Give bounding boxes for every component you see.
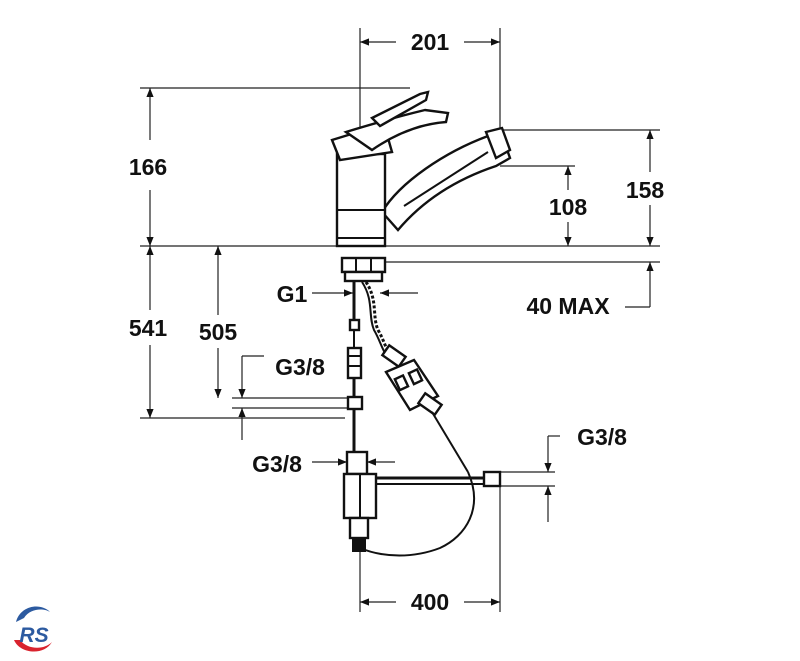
mounting [340, 256, 387, 283]
label-hose-length: 505 [199, 319, 238, 345]
supply-ferrule [348, 318, 361, 332]
supply-hose [346, 282, 364, 452]
label-deck-thickness: 40 MAX [526, 293, 610, 319]
label-spout-reach: 201 [411, 29, 450, 55]
label-right-connection: G3/8 [577, 424, 627, 450]
upper-connection-fitting [346, 395, 364, 411]
dimension-labels: 201 166 108 158 G1 40 MAX 541 505 G3/8 G… [129, 29, 665, 615]
label-spout-height: 158 [626, 177, 665, 203]
supply-hose-nut [346, 346, 363, 380]
weight-slot-1 [393, 373, 410, 392]
label-total-length: 541 [129, 315, 168, 341]
brand-logo-icon: RS [14, 606, 52, 652]
faucet-body [330, 90, 512, 248]
label-inlet-thread: G1 [277, 281, 308, 307]
mounting-nut [340, 256, 387, 274]
mounting-washer [343, 270, 384, 283]
label-outlet-height: 108 [549, 194, 588, 220]
label-upper-connection: G3/8 [275, 354, 325, 380]
tpiece-bottom-fitting [348, 516, 370, 540]
pullout-hose [359, 281, 476, 557]
body-cylinder [335, 152, 387, 248]
tpiece-bottom-nut [352, 538, 366, 552]
weight-slot-2 [407, 367, 424, 386]
lever-handle [343, 108, 450, 152]
right-connection-fitting [482, 470, 502, 488]
label-pullout-length: 400 [411, 589, 449, 615]
t-piece [342, 450, 502, 552]
label-lever-height: 166 [129, 154, 167, 180]
logo-text: RS [19, 624, 48, 647]
spout-seam [403, 151, 489, 207]
hose-connector-bottom [416, 391, 444, 417]
hose-sweep-arc [359, 471, 476, 557]
label-lower-connection: G3/8 [252, 451, 302, 477]
logo-swoosh-bottom [14, 640, 52, 652]
dimension-lines [146, 38, 654, 606]
tpiece-top-nut [345, 450, 369, 476]
hose-connector-top [380, 343, 408, 369]
coiled-hose-edge [361, 281, 389, 359]
lever-raised-position [369, 90, 430, 128]
logo-swoosh-top [16, 606, 50, 622]
pullout-hose-line [431, 411, 469, 473]
spout-outlet [484, 126, 512, 160]
